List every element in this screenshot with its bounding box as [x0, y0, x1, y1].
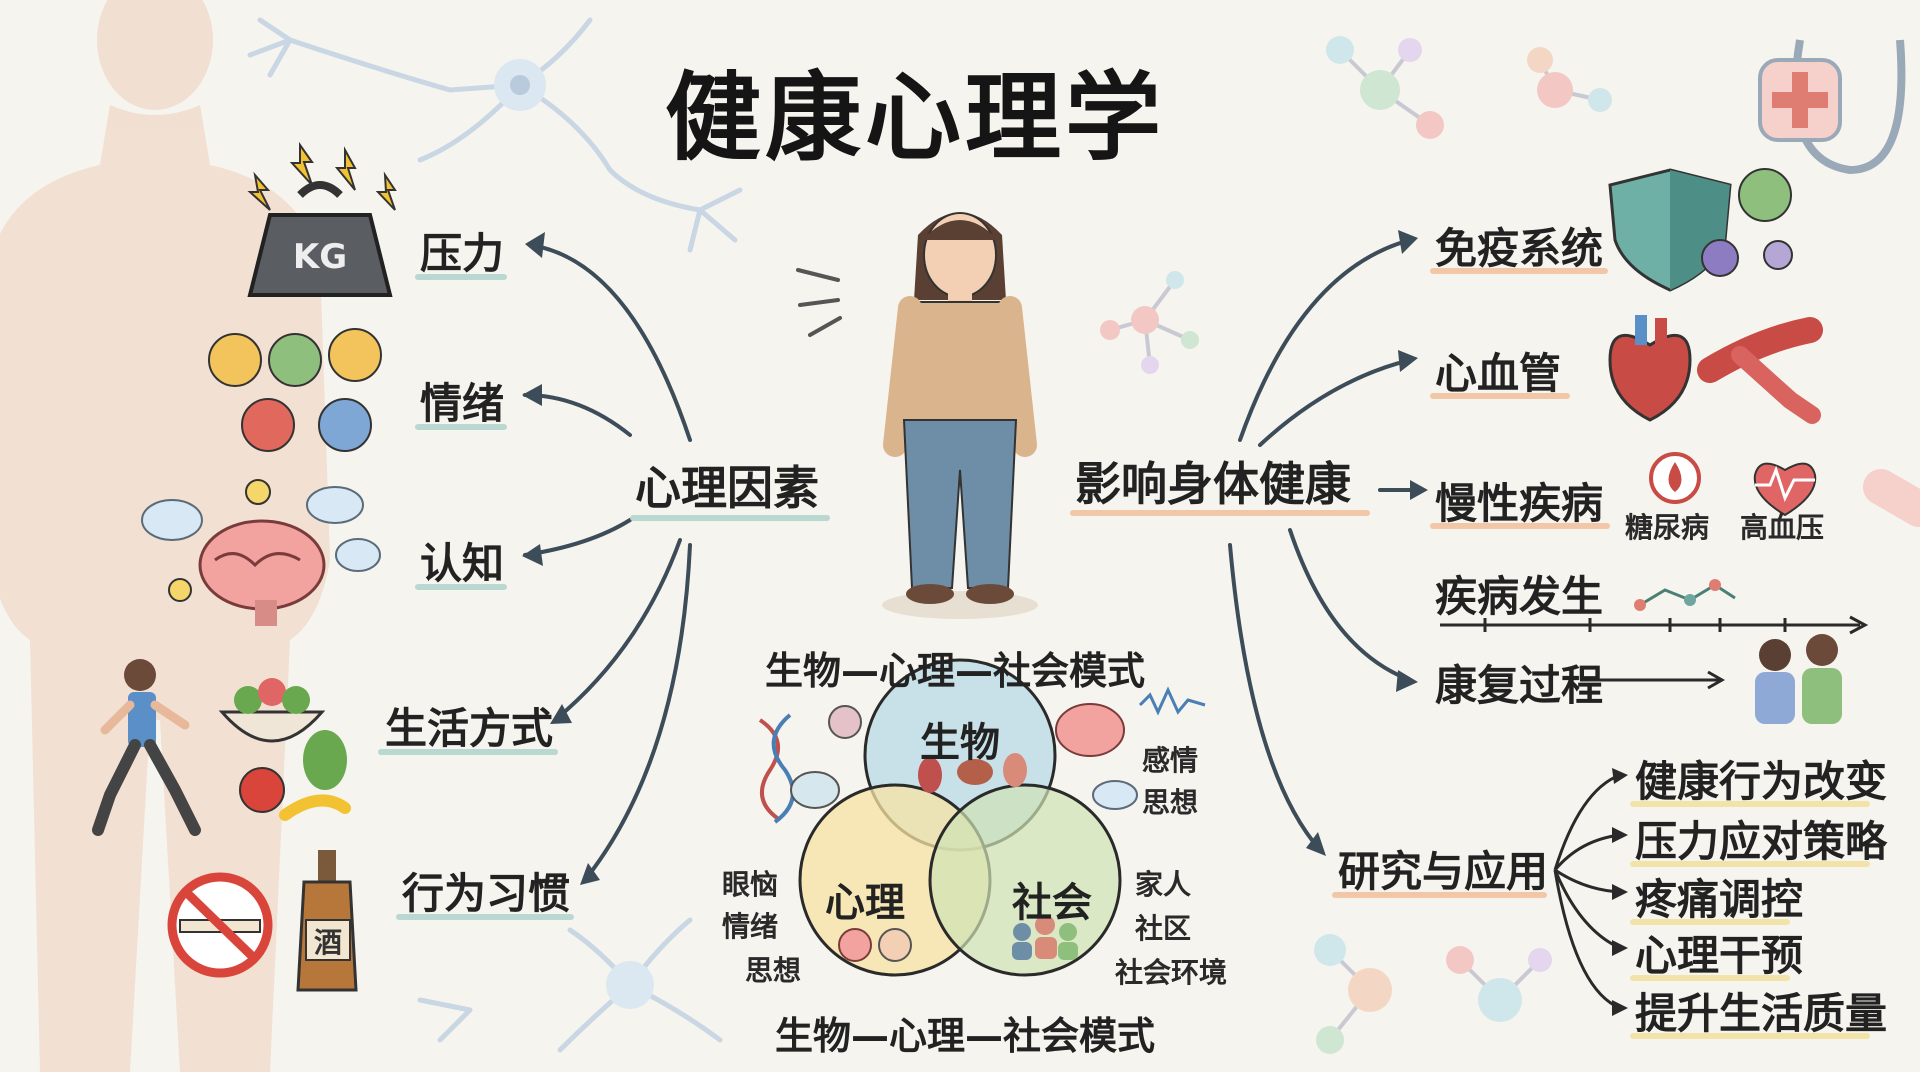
research-item-4: 心理干预 — [1635, 931, 1804, 980]
neuron-bottom-decoration — [417, 917, 723, 1053]
page-title: 健康心理学 — [665, 62, 1165, 174]
psych-head-icon — [838, 928, 912, 962]
brain-icon — [198, 519, 326, 626]
research-item-1: 健康行为改变 — [1635, 757, 1888, 806]
left-item-habits: 行为习惯 — [402, 869, 571, 918]
right-hub-label: 影响身体健康 — [1075, 457, 1351, 511]
social-side-1: 家人 — [1135, 868, 1192, 901]
left-hub-arrows — [523, 243, 692, 882]
social-side-2: 社区 — [1135, 912, 1192, 945]
runner-icon — [92, 659, 201, 836]
social-people-icon — [1012, 915, 1078, 960]
right-item-recovery: 康复过程 — [1435, 661, 1604, 710]
bio-organs-icon — [918, 753, 1027, 793]
left-hub-underline — [630, 515, 830, 521]
stethoscope-icon — [1758, 39, 1906, 175]
left-hub-label: 心理因素 — [635, 461, 819, 515]
cells-icon — [790, 705, 862, 809]
emotion-faces-icon — [208, 328, 382, 452]
small-brain-icon — [1055, 686, 1206, 810]
right-item-cardio: 心血管 — [1435, 349, 1562, 398]
left-item-stress: 压力 — [420, 229, 505, 278]
no-smoking-icon — [167, 872, 273, 978]
left-item-lifestyle: 生活方式 — [385, 704, 554, 753]
caregiver-icon — [1755, 634, 1842, 724]
research-hub-label: 研究与应用 — [1338, 847, 1549, 896]
research-item-3: 疼痛调控 — [1635, 875, 1804, 924]
disease-timeline — [1440, 583, 1869, 690]
lightbulb-icon — [168, 479, 271, 602]
research-item-5: 提升生活质量 — [1635, 989, 1888, 1038]
model-title-top: 生物—心理—社会模式 — [765, 649, 1146, 693]
chronic-example-hypertension: 高血压 — [1740, 511, 1825, 544]
research-branches — [1553, 773, 1621, 1010]
kg-label: KG — [293, 237, 347, 277]
research-item-2: 压力应对策略 — [1635, 817, 1888, 866]
neuron-bottom-body — [606, 961, 654, 1009]
right-hub-arrows — [1228, 238, 1422, 852]
blood-drop-icon — [1649, 452, 1701, 504]
pill-icon — [1862, 469, 1920, 527]
right-item-chronic: 慢性疾病 — [1435, 479, 1604, 528]
psych-side-2: 情绪 — [722, 910, 779, 943]
venn-label-bio: 生物 — [920, 720, 1000, 766]
chronic-example-diabetes: 糖尿病 — [1625, 511, 1710, 544]
weight-kg-icon: KG — [247, 181, 393, 297]
right-item-onset: 疾病发生 — [1435, 572, 1604, 621]
left-item-emotion: 情绪 — [420, 379, 505, 428]
bio-side-2: 思想 — [1142, 786, 1199, 819]
model-title-bottom: 生物—心理—社会模式 — [775, 1014, 1156, 1058]
liquor-bottle-icon: 酒 — [296, 850, 358, 992]
social-side-3: 社会环境 — [1115, 956, 1228, 989]
bottle-label: 酒 — [314, 926, 342, 959]
dna-icon — [758, 713, 795, 824]
right-hub-underline — [1070, 510, 1370, 516]
heart-icon — [1608, 315, 1692, 422]
blood-vessel-icon — [1697, 317, 1823, 424]
right-item-immune: 免疫系统 — [1435, 224, 1604, 273]
psych-side-3: 思想 — [745, 954, 802, 987]
venn-label-psych: 心理 — [825, 880, 905, 926]
heart-pulse-icon — [1753, 462, 1817, 517]
thought-bubbles-icon — [141, 486, 381, 572]
food-bowl-icon — [218, 678, 351, 821]
venn-label-social: 社会 — [1012, 880, 1092, 926]
stress-lightning-icon — [247, 141, 397, 211]
virus-icon — [1701, 168, 1793, 277]
bio-side-1: 感情 — [1142, 744, 1199, 777]
sparkle-lines — [796, 268, 842, 337]
person-illustration — [882, 212, 1038, 619]
left-item-cognition: 认知 — [420, 539, 505, 588]
psych-side-1: 眼恼 — [722, 868, 779, 901]
